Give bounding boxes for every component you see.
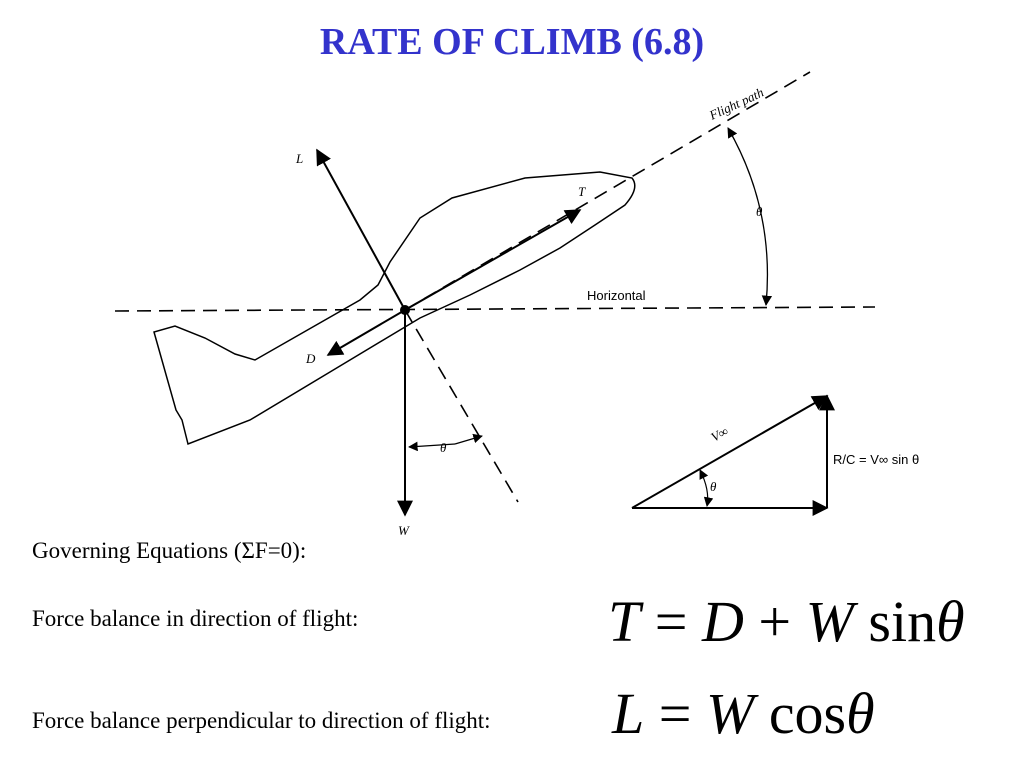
equation-thrust: T = D + W sinθ — [608, 589, 965, 654]
theta-arc-triangle — [699, 469, 714, 507]
drag-vector — [326, 309, 406, 356]
horizontal-label: Horizontal — [587, 288, 646, 303]
velocity-vector — [631, 395, 829, 509]
center-of-gravity — [400, 305, 410, 315]
v-inf-label: V∞ — [708, 423, 730, 444]
equation-lift: L = W cosθ — [612, 681, 875, 746]
lift-label: L — [295, 151, 303, 166]
airplane-outline — [153, 171, 636, 446]
theta-arrow-bottom-right — [454, 433, 483, 445]
theta-arc-top — [727, 127, 773, 307]
thrust-label: T — [578, 184, 586, 199]
thrust-vector — [404, 209, 582, 311]
weight-label: W — [398, 523, 410, 538]
force-perpendicular-text: Force balance perpendicular to direction… — [32, 708, 491, 733]
lift-vector — [316, 148, 406, 311]
theta-arrow-bottom — [408, 441, 456, 452]
theta-label-top: θ — [756, 204, 763, 219]
perpendicular-dashed-line — [404, 309, 519, 503]
rate-of-climb-diagram: L T D W Flight path Horizontal θ θ θ V∞ … — [114, 71, 919, 538]
theta-label-triangle: θ — [710, 479, 717, 494]
governing-equations-text: Governing Equations (ΣF=0): — [32, 538, 307, 563]
horizontal-line — [114, 306, 876, 312]
drag-label: D — [305, 351, 316, 366]
theta-label-bottom: θ — [440, 440, 447, 455]
force-direction-text: Force balance in direction of flight: — [32, 606, 359, 631]
slide-title: RATE OF CLIMB (6.8) — [319, 21, 705, 63]
rate-of-climb-label: R/C = V∞ sin θ — [833, 452, 919, 467]
